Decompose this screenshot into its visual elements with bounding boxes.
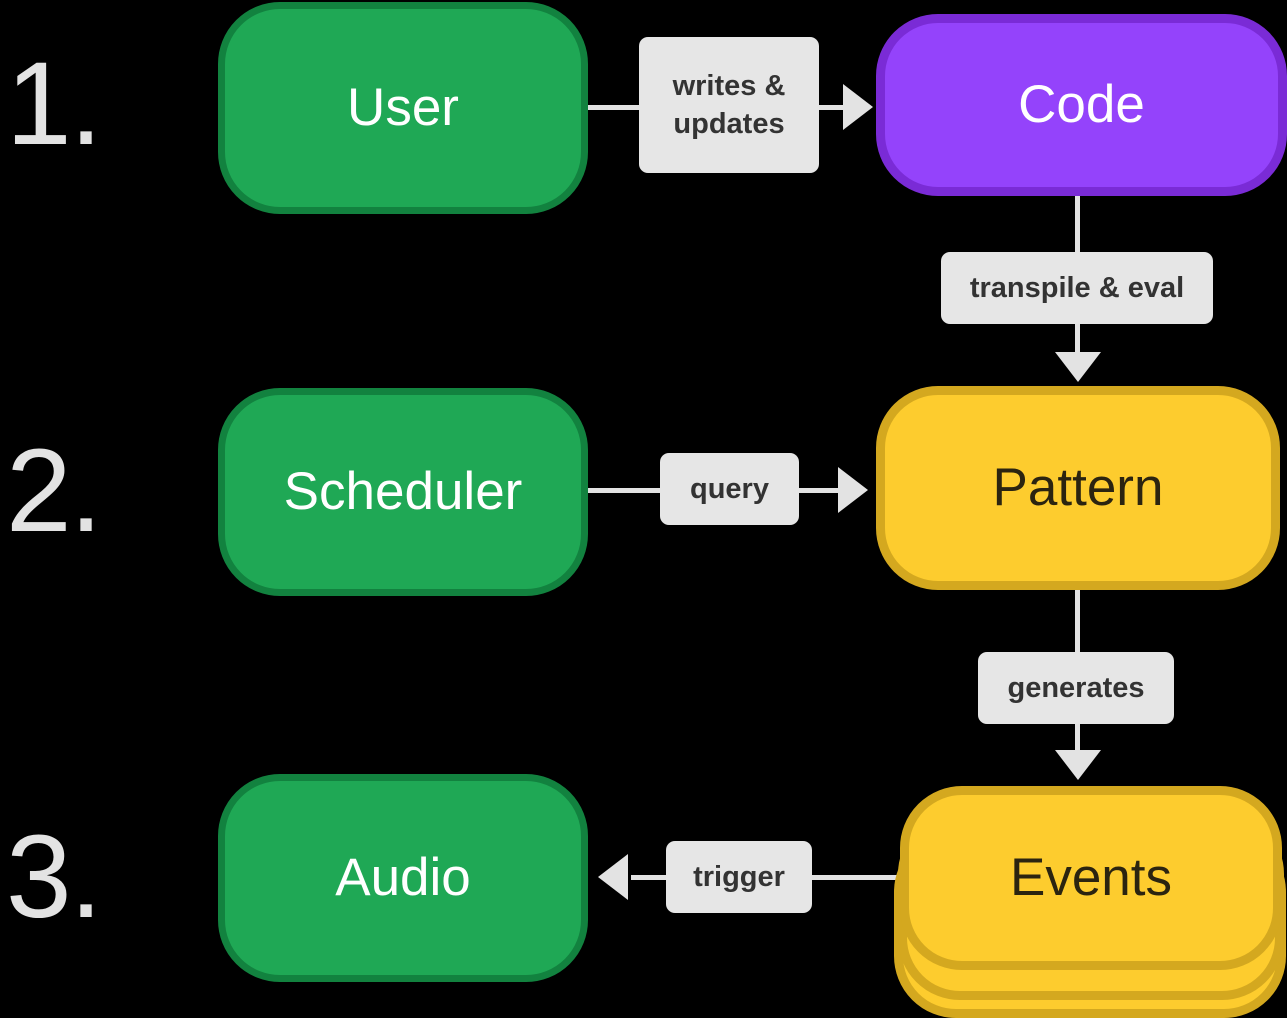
edge-line-pattern-to-events-top — [1075, 590, 1080, 652]
step-number-1: 1. — [6, 38, 102, 170]
arrowhead-code-to-pattern — [1055, 352, 1101, 382]
edge-line-scheduler-to-pattern-tail — [798, 488, 850, 493]
arrowhead-pattern-to-events — [1055, 750, 1101, 780]
node-audio-label: Audio — [335, 847, 471, 907]
step-number-3: 3. — [6, 811, 102, 943]
step-number-2: 2. — [6, 425, 102, 557]
edge-label-writes-updates: writes & updates — [639, 37, 819, 173]
node-pattern-label: Pattern — [992, 457, 1164, 517]
node-pattern[interactable]: Pattern — [876, 386, 1280, 590]
arrowhead-events-to-audio — [598, 854, 628, 900]
node-scheduler[interactable]: Scheduler — [218, 388, 588, 596]
node-code[interactable]: Code — [876, 14, 1287, 196]
edge-line-user-to-code-tail — [818, 105, 860, 110]
node-scheduler-label: Scheduler — [283, 461, 523, 521]
edge-label-generates: generates — [978, 652, 1174, 724]
node-events[interactable]: Events — [900, 786, 1282, 970]
node-events-label: Events — [1009, 847, 1173, 907]
edge-line-scheduler-to-pattern — [588, 488, 660, 493]
node-code-label: Code — [1018, 74, 1145, 134]
edge-line-code-to-pattern-top — [1075, 196, 1080, 258]
edge-line-user-to-code — [588, 105, 640, 110]
edge-line-code-to-pattern-bottom — [1075, 322, 1080, 362]
edge-label-query: query — [660, 453, 799, 525]
edge-line-pattern-to-events-bottom — [1075, 722, 1080, 760]
edge-label-trigger: trigger — [666, 841, 812, 913]
node-audio[interactable]: Audio — [218, 774, 588, 982]
arrowhead-user-to-code — [843, 84, 873, 130]
edge-line-events-to-audio-head — [631, 875, 667, 880]
edge-label-transpile-eval: transpile & eval — [941, 252, 1213, 324]
node-user[interactable]: User — [218, 2, 588, 214]
edge-line-events-to-audio — [799, 875, 898, 880]
arrowhead-scheduler-to-pattern — [838, 467, 868, 513]
node-user-label: User — [347, 77, 459, 137]
